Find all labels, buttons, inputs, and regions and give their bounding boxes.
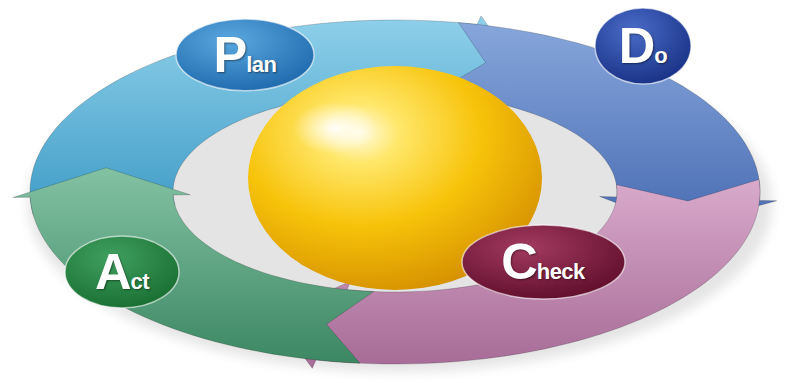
- badge-ellipse-fill: [595, 8, 691, 84]
- stage-label: Plan: [213, 30, 276, 81]
- badge-ellipse: Check: [461, 224, 626, 300]
- badge-ellipse-fill: [65, 236, 179, 308]
- badge-ellipse-fill: [176, 19, 314, 91]
- badge-ellipse: Plan: [175, 18, 315, 92]
- badge-text-group: Check: [501, 237, 585, 288]
- badge-text-group: Do: [619, 21, 668, 72]
- badge-ellipse: Do: [594, 7, 692, 85]
- badge-ellipse-fill: [462, 225, 625, 299]
- badge-text-group: Act: [95, 247, 149, 298]
- badge-text-group: Plan: [213, 30, 276, 81]
- stage-label: Do: [619, 21, 668, 72]
- badge-ellipse: Act: [64, 235, 180, 309]
- sphere-highlight: [293, 102, 377, 154]
- stage-label: Act: [95, 247, 149, 298]
- stage-label: Check: [501, 237, 585, 288]
